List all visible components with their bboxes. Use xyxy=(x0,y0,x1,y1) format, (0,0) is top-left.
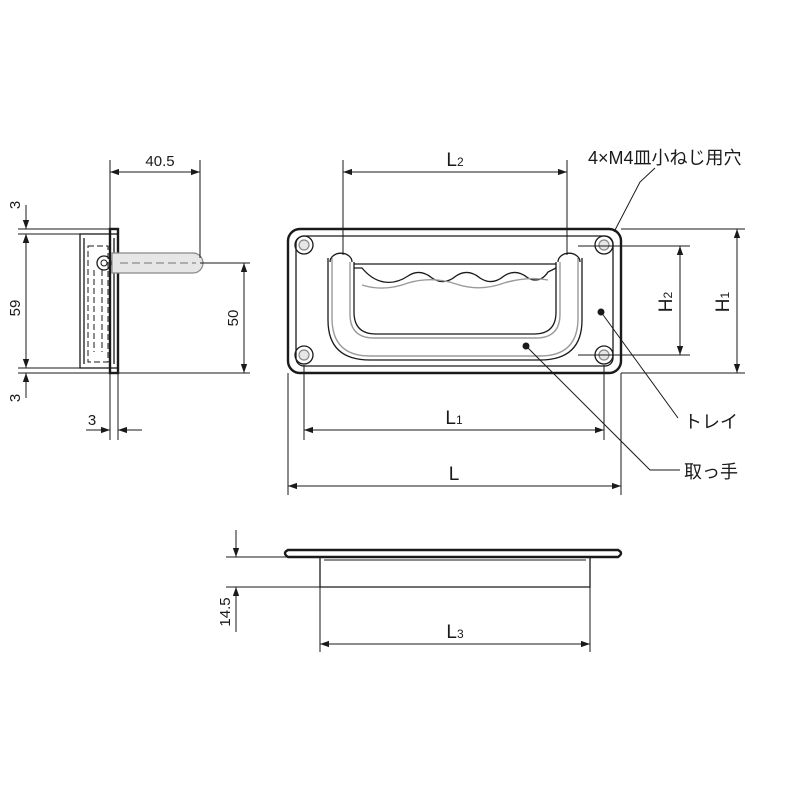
screw-hole xyxy=(594,235,614,255)
callout-screw-holes: 4×M4皿小ねじ用穴 xyxy=(588,148,742,168)
bottom-view-extension-lines xyxy=(226,556,591,652)
handle-leader xyxy=(525,345,680,471)
front-view: L2 H2 H1 L1 L 4×M4皿小ねじ用穴 トレイ 取っ手 xyxy=(286,148,745,495)
screw-hole xyxy=(298,349,310,361)
handle-inner-edge xyxy=(353,262,557,335)
dim-text-l3: L3 xyxy=(446,622,464,643)
tray-leader xyxy=(600,311,679,419)
handle-grip xyxy=(354,267,557,284)
screw-hole xyxy=(598,239,610,251)
handle-grip-shadow xyxy=(361,277,549,289)
dim-text-top-flange: 3 xyxy=(7,201,24,209)
handle-outer-edge xyxy=(327,258,583,361)
handle-end-left xyxy=(329,252,353,263)
dim-text-l: L xyxy=(449,464,460,485)
side-view-extension-lines xyxy=(18,160,250,440)
screw-hole xyxy=(298,239,310,251)
front-view-extension-lines xyxy=(287,160,745,495)
side-view-pivot xyxy=(96,255,112,271)
side-view-pivot-inner xyxy=(100,259,108,267)
bottom-view: 14.5 L3 xyxy=(217,530,623,652)
side-view-body xyxy=(79,233,119,369)
dim-text-h1: H1 xyxy=(713,291,734,312)
dim-text-l2: L2 xyxy=(446,150,464,171)
tray-outer xyxy=(286,227,623,375)
callout-handle: 取っ手 xyxy=(684,462,738,482)
dim-text-l1: L1 xyxy=(445,408,463,429)
handle-outer xyxy=(331,258,579,357)
handle-inner xyxy=(349,262,561,339)
side-view-hidden-lines xyxy=(87,245,109,363)
dim-text-depth: 50 xyxy=(225,310,242,327)
handle-end-right xyxy=(557,252,581,263)
dim-text-width: 40.5 xyxy=(145,153,174,170)
dim-text-height: 59 xyxy=(7,300,24,317)
screw-hole xyxy=(294,235,314,255)
screw-hole xyxy=(294,345,314,365)
dim-text-thickness: 3 xyxy=(88,412,96,429)
dim-text-bottom-height: 14.5 xyxy=(217,597,234,626)
screw-holes xyxy=(294,235,614,365)
screw-hole-leader xyxy=(613,167,656,233)
side-view: 40.5 3 59 3 50 3 xyxy=(7,153,250,440)
dim-text-h2: H2 xyxy=(656,291,677,312)
callout-tray: トレイ xyxy=(684,412,738,432)
tray-inner xyxy=(295,235,614,367)
dim-text-bottom-flange: 3 xyxy=(7,394,24,402)
bottom-view-body xyxy=(319,557,591,588)
bottom-view-flange xyxy=(283,548,623,559)
